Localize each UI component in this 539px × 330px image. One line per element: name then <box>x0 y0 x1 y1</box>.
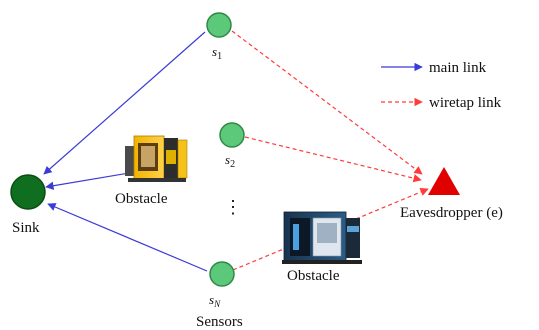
sensor-n-label: sN <box>209 292 221 309</box>
sink-label: Sink <box>12 220 40 236</box>
sensor-node-sn <box>209 261 235 287</box>
obstacle-right-label: Obstacle <box>287 268 340 284</box>
legend-main-link-label: main link <box>429 60 487 76</box>
sensor-node-s1 <box>206 12 232 38</box>
wiretap-link-s2 <box>244 136 422 183</box>
main-link-sn-to-sink <box>47 203 208 272</box>
sensor-node-s2 <box>219 122 245 148</box>
obstacle-right-icon <box>282 211 362 264</box>
obstacle-left-label: Obstacle <box>115 191 168 207</box>
eavesdropper-label: Eavesdropper (e) <box>400 205 503 221</box>
legend: main link wiretap link <box>381 60 502 111</box>
main-link-s2-to-sink <box>45 171 136 190</box>
obstacle-left-icon <box>125 135 188 182</box>
sensor-ellipsis: ⋮ <box>224 197 242 217</box>
wiretap-link-s1 <box>231 30 423 175</box>
sensor-1-label: s1 <box>212 44 222 62</box>
legend-wiretap-link-label: wiretap link <box>429 95 502 111</box>
sensors-group-label: Sensors <box>196 314 243 330</box>
eavesdropper-icon <box>428 167 460 195</box>
main-link-s1-to-sink <box>43 31 206 175</box>
sink-node-icon <box>10 174 46 210</box>
main-links <box>43 31 208 272</box>
sensor-2-label: s2 <box>225 152 235 170</box>
